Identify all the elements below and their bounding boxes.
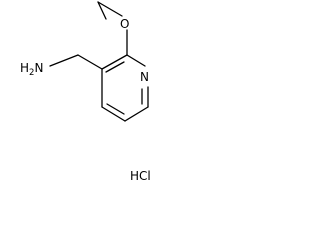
nitrogen-label: N bbox=[140, 70, 149, 84]
amine-suffix: N bbox=[34, 61, 43, 75]
bond-ch2-n bbox=[49, 54, 79, 67]
amine-label: H2N bbox=[20, 61, 43, 78]
bond-c5-c4 bbox=[101, 106, 126, 122]
amine-subscript: 2 bbox=[29, 68, 34, 78]
bond-ch3-ch2 bbox=[97, 1, 123, 17]
amine-prefix: H bbox=[20, 61, 29, 75]
bond-c2-n bbox=[126, 54, 146, 67]
bond-c3-ch2 bbox=[77, 54, 103, 70]
bond-c3-c3-inner bbox=[105, 61, 125, 73]
bond-c2-c3 bbox=[101, 54, 128, 70]
oxygen-label: O bbox=[120, 17, 129, 31]
structural-formula: O N H2N HCl bbox=[20, 1, 151, 183]
bond-c6-c5 bbox=[124, 106, 149, 122]
bond-c5-c4-inner bbox=[106, 103, 125, 115]
salt-label: HCl bbox=[130, 169, 151, 183]
bond-ch2-o bbox=[97, 1, 107, 20]
